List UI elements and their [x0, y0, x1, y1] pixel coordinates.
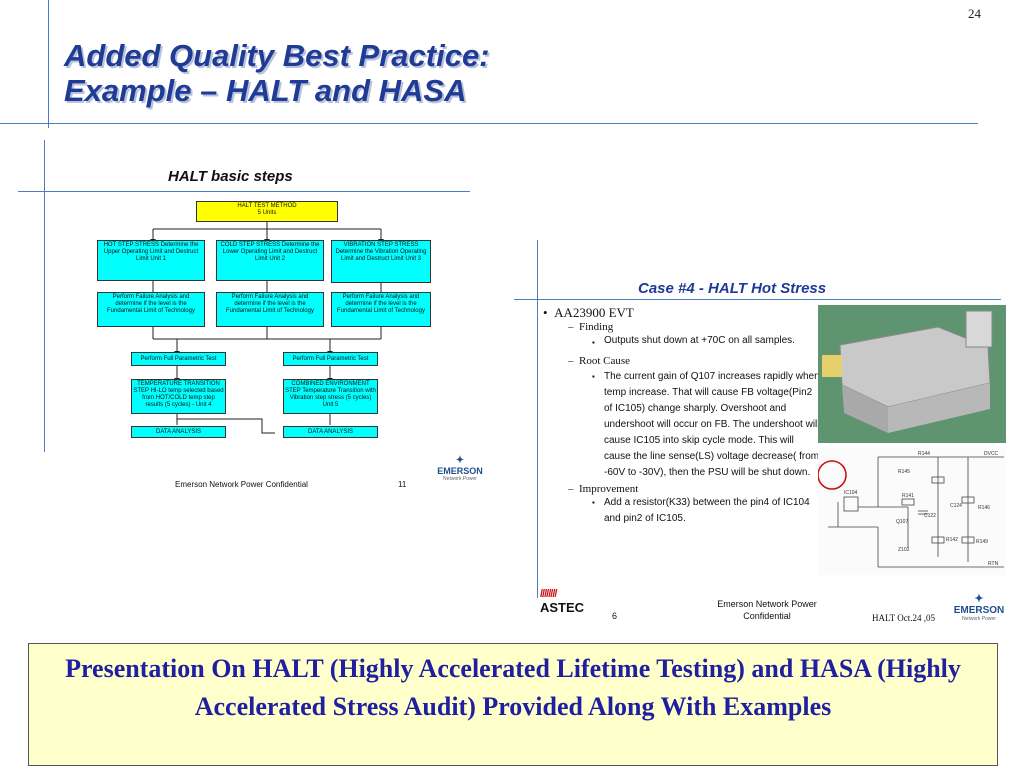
label-r146: R146 [978, 505, 990, 511]
page-title: Added Quality Best Practice: Example – H… [64, 38, 490, 108]
data-analysis-box-1: DATA ANALYSIS [131, 426, 226, 438]
finding-text: Outputs shut down at +70C on all samples… [604, 335, 795, 346]
cold-step-stress-box: COLD STEP STRESS Determine the Lower Ope… [216, 240, 324, 281]
hot-step-stress-box: HOT STEP STRESS Determine the Upper Oper… [97, 240, 205, 281]
right-slide-title: Case #4 - HALT Hot Stress [638, 280, 827, 297]
halt-test-method-sublabel: 5 Units [257, 210, 277, 216]
circuit-schematic-drawing: R144 DVCC R145 IC104 R141 C124 R146 Q107… [817, 451, 1004, 568]
highlight-circle [817, 460, 847, 490]
section-heading-finding: – Finding [568, 321, 614, 333]
left-slide-emerson-logo: ✦ EMERSON Network Power [430, 455, 490, 482]
halt-test-method-box: HALT TEST METHOD 5 Units [196, 201, 338, 222]
photo-connector [965, 310, 993, 348]
emerson-mark-icon: ✦ [455, 455, 465, 466]
bullet-dot: ▪ [592, 498, 595, 507]
label-r145: R145 [898, 469, 910, 475]
root-cause-heading-text: Root Cause [579, 355, 631, 367]
bullet-dot: ▪ [592, 338, 595, 347]
parametric-test-box-2: Perform Full Parametric Test [283, 352, 378, 366]
title-horizontal-rule [0, 123, 978, 124]
section-heading-root-cause: – Root Cause [568, 355, 631, 367]
page-title-line2: Example – HALT and HASA [64, 73, 467, 108]
left-slide-footer: Emerson Network Power Confidential [175, 480, 308, 489]
improvement-text: Add a resistor(K33) between the pin4 of … [604, 497, 810, 524]
right-slide-vertical-rule [537, 240, 538, 598]
emerson-mark-icon: ✦ [974, 593, 984, 605]
left-slide-vertical-rule [44, 140, 45, 452]
label-c124: C124 [950, 503, 962, 509]
astec-logo-text: ASTEC [540, 600, 585, 615]
photo-module-side [888, 383, 990, 433]
failure-analysis-box-1: Perform Failure Analysis and determine i… [97, 292, 205, 327]
photo-wires [822, 355, 842, 377]
right-slide-horizontal-rule [514, 299, 1001, 300]
left-slide-logo-subtext: Network Power [443, 476, 477, 482]
label-z102: Z102 [898, 547, 910, 553]
vibration-step-stress-box: VIBRATION STEP STRESS Determine the Vibr… [331, 240, 431, 283]
right-slide-logo-subtext: Network Power [962, 616, 996, 622]
right-slide-content: – Finding ▪ Outputs shut down at +70C on … [568, 321, 820, 527]
combined-environment-box: COMBINED ENVIRONMENT STEP Temperature Tr… [283, 379, 378, 414]
right-slide-date: HALT Oct.24 ,05 [872, 613, 935, 623]
page-number: 24 [968, 6, 981, 21]
improvement-text-item: ▪ Add a resistor(K33) between the pin4 of… [568, 495, 820, 527]
failure-analysis-box-3: Perform Failure Analysis and determine i… [331, 292, 431, 327]
section-heading-improvement: – Improvement [568, 483, 639, 495]
left-slide-page-number: 11 [398, 480, 407, 489]
left-slide-title: HALT basic steps [168, 168, 293, 185]
label-r144: R144 [918, 451, 930, 457]
circuit-schematic: R144 DVCC R145 IC104 R141 C124 R146 Q107… [817, 447, 1006, 575]
product-photo [818, 305, 1006, 443]
label-r141: R141 [902, 493, 914, 499]
right-slide-emerson-logo: ✦ EMERSON Network Power [948, 592, 1010, 622]
product-photo-illustration [822, 310, 993, 433]
right-slide-page-number: 6 [612, 611, 618, 621]
bullet-dot: • [543, 305, 555, 320]
right-slide-logo-text: EMERSON [953, 605, 1005, 616]
failure-analysis-box-2: Perform Failure Analysis and determine i… [216, 292, 324, 327]
label-ic104: IC104 [844, 490, 858, 496]
right-slide-main-bullet: • AA23900 EVT [543, 305, 634, 321]
label-rtn: RTN [988, 561, 999, 567]
data-analysis-box-2: DATA ANALYSIS [283, 426, 378, 438]
left-slide-logo-text: EMERSON [437, 466, 483, 476]
label-r149: R149 [976, 539, 988, 545]
title-vertical-rule [48, 0, 49, 128]
parametric-test-box-1: Perform Full Parametric Test [131, 352, 226, 366]
finding-heading-text: Finding [579, 321, 614, 333]
astec-logo: //////// ASTEC [540, 588, 584, 615]
bullet-dot: ▪ [592, 372, 595, 381]
left-slide-horizontal-rule [18, 191, 470, 192]
right-slide-footer: Emerson Network Power Confidential [717, 599, 817, 621]
product-code: AA23900 EVT [554, 305, 634, 320]
improvement-heading-text: Improvement [579, 483, 639, 495]
label-dvcc: DVCC [984, 451, 999, 457]
photo-module-front [842, 385, 888, 433]
label-q107: Q107 [896, 519, 908, 525]
astec-wave-icon: //////// [540, 588, 557, 600]
root-cause-text: The current gain of Q107 increases rapid… [604, 371, 820, 478]
root-cause-text-item: ▪ The current gain of Q107 increases rapi… [568, 369, 820, 481]
label-r142: R142 [946, 537, 958, 543]
caption-box: Presentation On HALT (Highly Accelerated… [28, 643, 998, 766]
temperature-transition-box: TEMPERATURE TRANSITION STEP HI-LO temp s… [131, 379, 226, 414]
finding-text-item: ▪ Outputs shut down at +70C on all sample… [568, 335, 820, 351]
page-title-line1: Added Quality Best Practice: [64, 38, 490, 73]
halt-test-method-label: HALT TEST METHOD [237, 203, 297, 209]
label-c122: C122 [924, 513, 936, 519]
